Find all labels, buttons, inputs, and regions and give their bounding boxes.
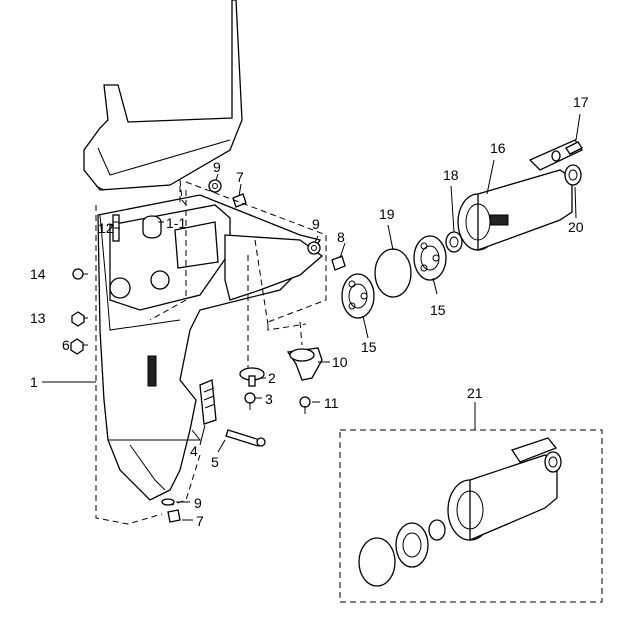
anode-10	[286, 347, 323, 381]
callout-6: 6	[62, 337, 70, 353]
propeller-shaft-housing-16	[457, 139, 583, 251]
bearing-15-right	[413, 235, 447, 281]
plug-8	[331, 255, 346, 271]
callout-5: 5	[211, 454, 219, 470]
callout-1: 1	[30, 374, 38, 390]
lower-case-plate	[224, 234, 324, 301]
bolt-17	[565, 141, 583, 155]
callout-labels: 1 1-1 2 3 4 5 6 7 7 8 9 9 9 10 11 12 13 …	[30, 94, 589, 529]
callout-9-upper: 9	[213, 159, 221, 175]
callout-13: 13	[30, 310, 46, 326]
callout-17: 17	[573, 94, 589, 110]
nut-13	[71, 311, 85, 327]
callout-16: 16	[490, 140, 506, 156]
callout-15-right: 15	[430, 302, 446, 318]
callout-10: 10	[332, 354, 348, 370]
callout-9-lower: 9	[194, 495, 202, 511]
callout-1-1: 1-1	[166, 215, 186, 231]
washer-9-lower	[161, 498, 175, 506]
callout-8: 8	[337, 229, 345, 245]
callout-18: 18	[443, 167, 459, 183]
callout-7-lower: 7	[196, 513, 204, 529]
leader-lines	[42, 113, 581, 521]
oil-seal-20	[564, 164, 582, 186]
driveshaft-housing	[83, 0, 243, 191]
kit-bearing	[395, 522, 429, 568]
bolt-3	[244, 392, 256, 410]
callout-3: 3	[265, 391, 273, 407]
washer-14	[72, 268, 84, 280]
kit-oil-seal	[544, 451, 562, 473]
callout-20: 20	[568, 219, 584, 235]
callout-15-left: 15	[361, 339, 377, 355]
bolt-11	[299, 396, 311, 414]
bearing-15-left	[341, 273, 375, 319]
trim-tab-2	[239, 367, 265, 387]
nut-6	[70, 338, 84, 355]
callout-9-mid: 9	[312, 216, 320, 232]
bushing-1-1	[142, 215, 162, 239]
callout-19: 19	[379, 206, 395, 222]
shim-4	[199, 379, 217, 425]
callout-11: 11	[324, 395, 339, 411]
kit-o-ring	[358, 537, 396, 587]
screw-7-lower	[167, 509, 181, 523]
callout-7-upper: 7	[236, 169, 244, 185]
callout-12: 12	[98, 220, 114, 236]
callout-14: 14	[30, 266, 46, 282]
washer-9-upper	[208, 179, 222, 193]
callout-21: 21	[467, 385, 483, 401]
callout-4: 4	[190, 443, 198, 459]
bolt-5	[225, 429, 266, 447]
washer-9-mid	[307, 241, 321, 255]
kit-needle-bearing	[428, 519, 446, 541]
kit-21-box	[339, 429, 603, 603]
assembly-outline	[95, 179, 327, 525]
callout-2: 2	[268, 370, 276, 386]
washer-17	[551, 150, 561, 162]
o-ring-19	[374, 248, 412, 298]
